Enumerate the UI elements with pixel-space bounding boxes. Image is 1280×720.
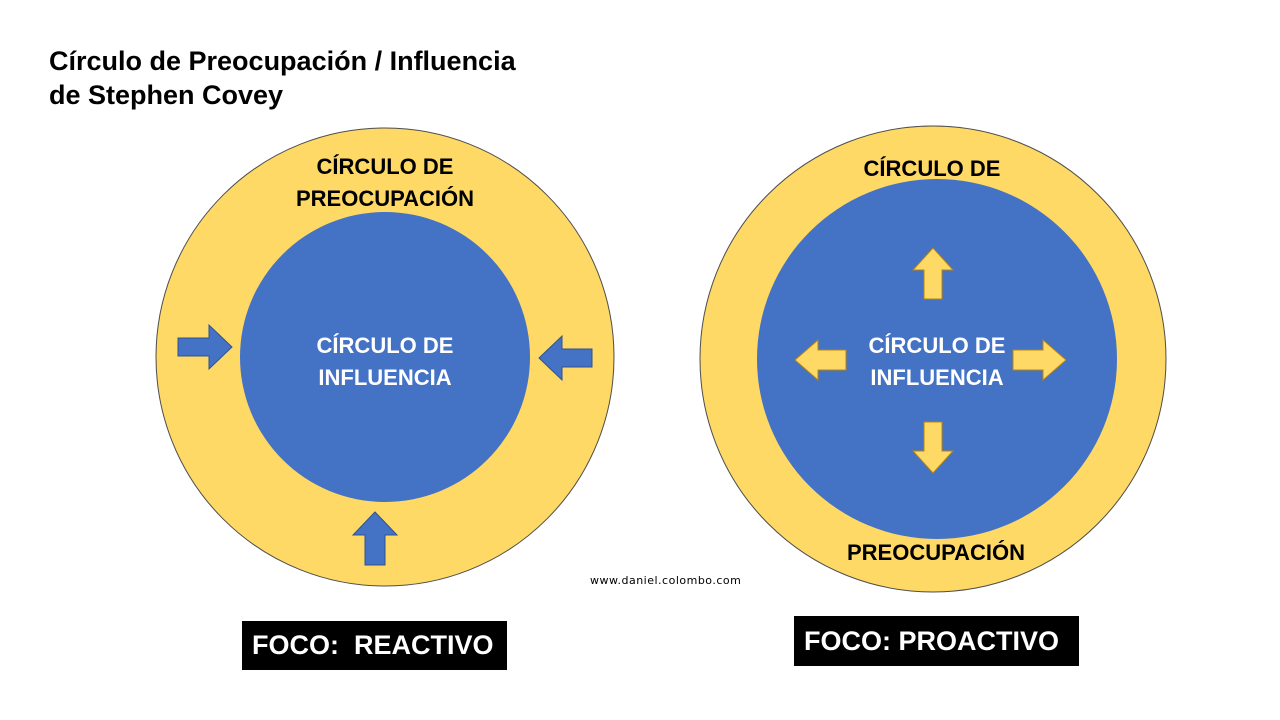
proactive-concern-label-bottom: PREOCUPACIÓN (847, 540, 1025, 565)
source-url: www.daniel.colombo.com (590, 574, 742, 587)
reactive-arrow-right-icon (177, 323, 233, 371)
proactive-influence-label-2: INFLUENCIA (870, 365, 1003, 390)
title-line-1: Círculo de Preocupación / Influencia (49, 46, 516, 76)
title-line-2: de Stephen Covey (49, 80, 284, 110)
reactive-influence-label-1: CÍRCULO DE (317, 333, 454, 358)
proactive-concern-label-top: CÍRCULO DE (864, 156, 1001, 181)
reactive-influence-circle (240, 212, 530, 502)
focus-reactive-label: FOCO: REACTIVO (242, 621, 507, 670)
proactive-arrow-right-icon (1012, 338, 1067, 382)
page-title: Círculo de Preocupación / Influencia de … (49, 44, 569, 112)
reactive-arrow-left-icon (538, 334, 593, 382)
proactive-arrow-up-icon (911, 247, 955, 300)
reactive-diagram: CÍRCULO DE PREOCUPACIÓN CÍRCULO DE INFLU… (155, 127, 615, 587)
proactive-influence-circle (757, 179, 1117, 539)
reactive-concern-label-2: PREOCUPACIÓN (296, 186, 474, 211)
proactive-arrow-down-icon (911, 421, 955, 474)
proactive-arrow-left-icon (794, 338, 847, 382)
reactive-concern-label-1: CÍRCULO DE (317, 154, 454, 179)
proactive-influence-label-1: CÍRCULO DE (869, 333, 1006, 358)
proactive-diagram: CÍRCULO DE PREOCUPACIÓN CÍRCULO DE INFLU… (699, 125, 1167, 593)
reactive-arrow-up-icon (351, 511, 399, 566)
reactive-influence-label-2: INFLUENCIA (318, 365, 451, 390)
focus-proactive-label: FOCO: PROACTIVO (794, 616, 1079, 666)
